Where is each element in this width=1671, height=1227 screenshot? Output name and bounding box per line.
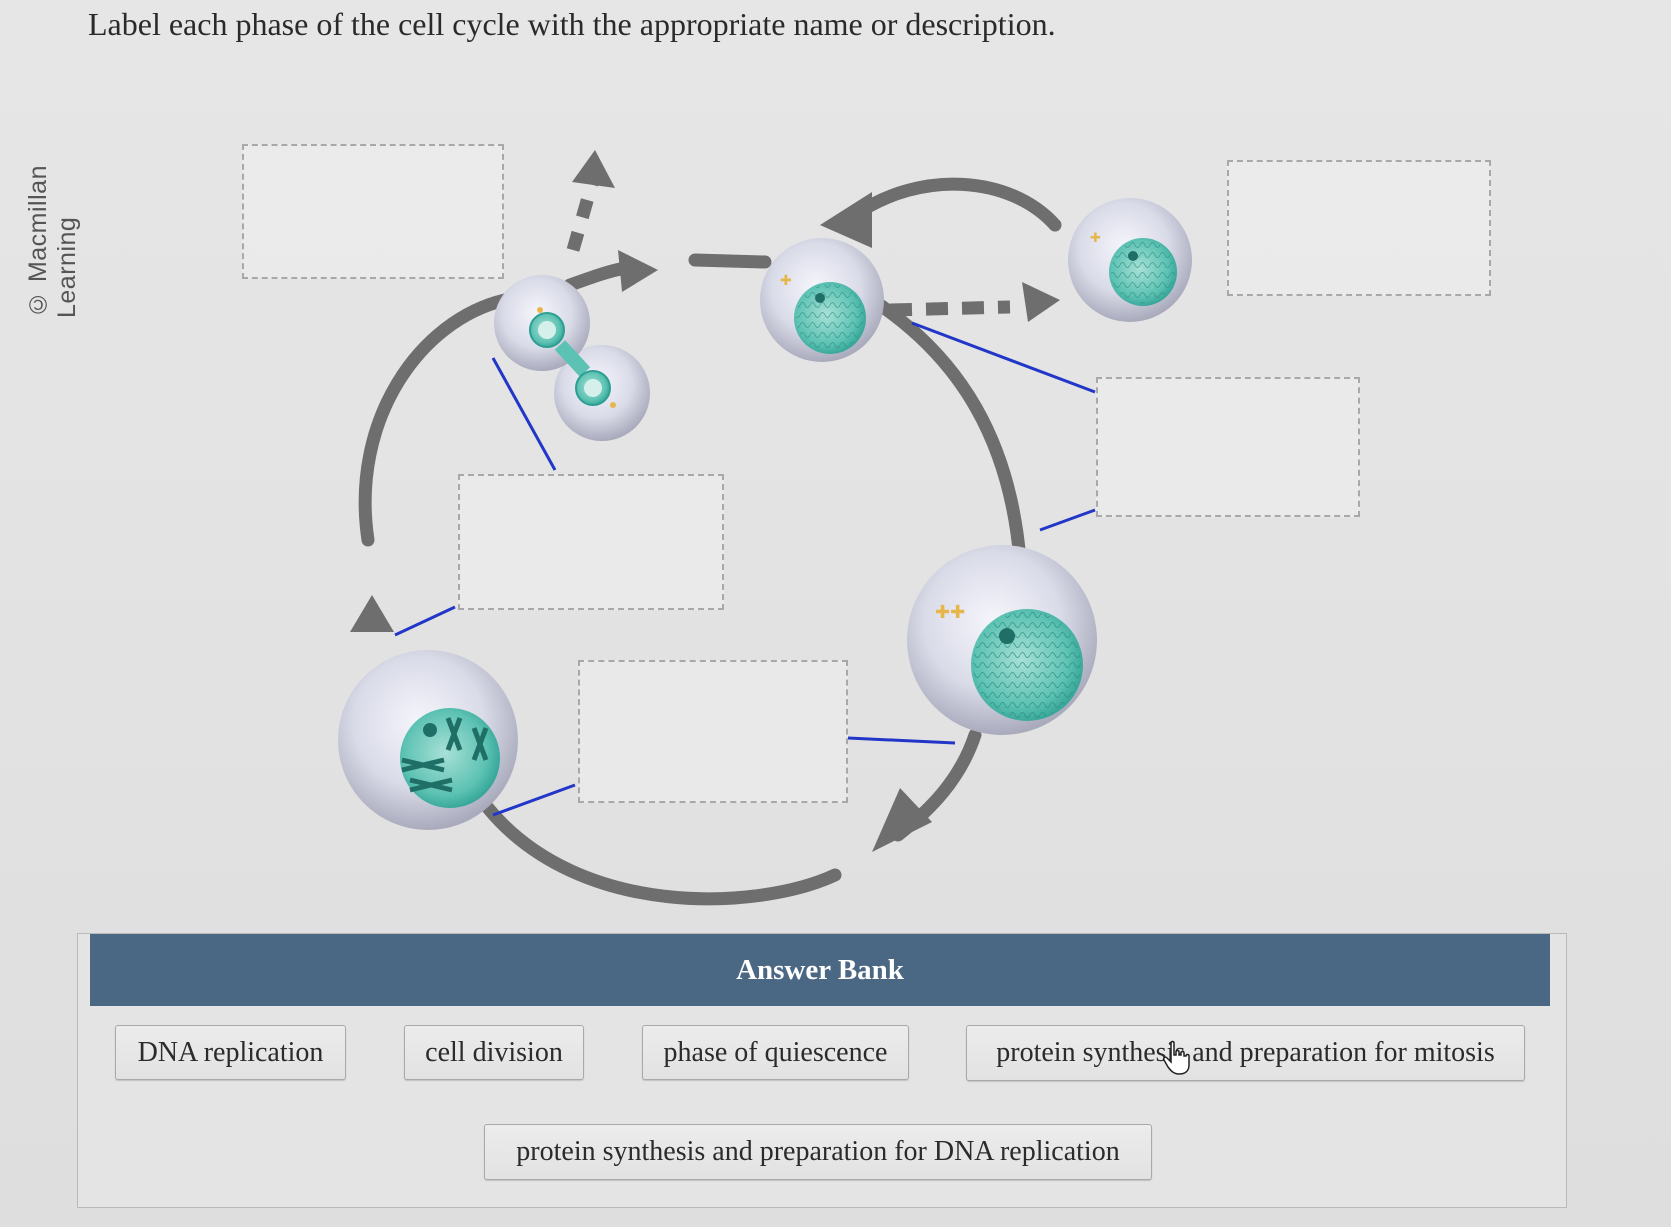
leader-line-division [491,357,557,471]
svg-text:✚: ✚ [1090,231,1101,246]
g0-cell: ✚ [1068,198,1192,322]
answer-chip-protein-synthesis-dna-replication[interactable]: protein synthesis and preparation for DN… [484,1124,1152,1180]
answer-chip-phase-of-quiescence[interactable]: phase of quiescence [642,1025,909,1080]
leader-line-mitosis [492,783,576,817]
drop-target-division[interactable] [242,144,504,279]
cell-cycle-diagram: ✚ ✚ ✚✚ [338,150,1192,906]
answer-bank-header: Answer Bank [90,934,1550,1006]
dividing-cells [494,275,650,441]
cycle-arc-left [358,293,512,547]
leader-line-g2 [847,736,956,745]
cycle-arc-right [873,298,1027,567]
instruction-text: Label each phase of the cell cycle with … [88,6,1056,42]
cycle-line-top [688,253,772,269]
leader-line-center [394,605,456,637]
hand-cursor-icon [1163,1040,1190,1075]
svg-text:✚✚: ✚✚ [935,602,965,623]
arrowhead-division-right [618,250,658,292]
drop-target-g2[interactable] [578,660,848,803]
cycle-arc-bottom [481,801,842,906]
arrowhead-top-right-cycle [820,192,872,248]
svg-text:✚: ✚ [780,273,792,289]
mitosis-cell [338,650,518,830]
drop-target-g1[interactable] [1096,377,1360,517]
dashed-arrow-up [566,178,600,252]
leader-line-s [1039,508,1096,532]
dashed-arrow-right [889,300,1011,317]
g1-cell: ✚ [760,238,884,362]
answer-chip-protein-synthesis-mitosis[interactable]: protein synthesis and preparation for mi… [966,1025,1525,1081]
drop-target-center[interactable] [458,474,724,610]
leader-line-g1-top [911,321,1096,394]
answer-chip-cell-division[interactable]: cell division [404,1025,584,1080]
answer-chip-dna-replication[interactable]: DNA replication [115,1025,346,1080]
drop-target-quiescence[interactable] [1227,160,1491,296]
cycle-arc-top-right [848,177,1062,232]
arrowhead-lower-right [872,788,932,852]
arrowhead-up-left [350,595,394,632]
g2-cell: ✚✚ [907,545,1097,735]
